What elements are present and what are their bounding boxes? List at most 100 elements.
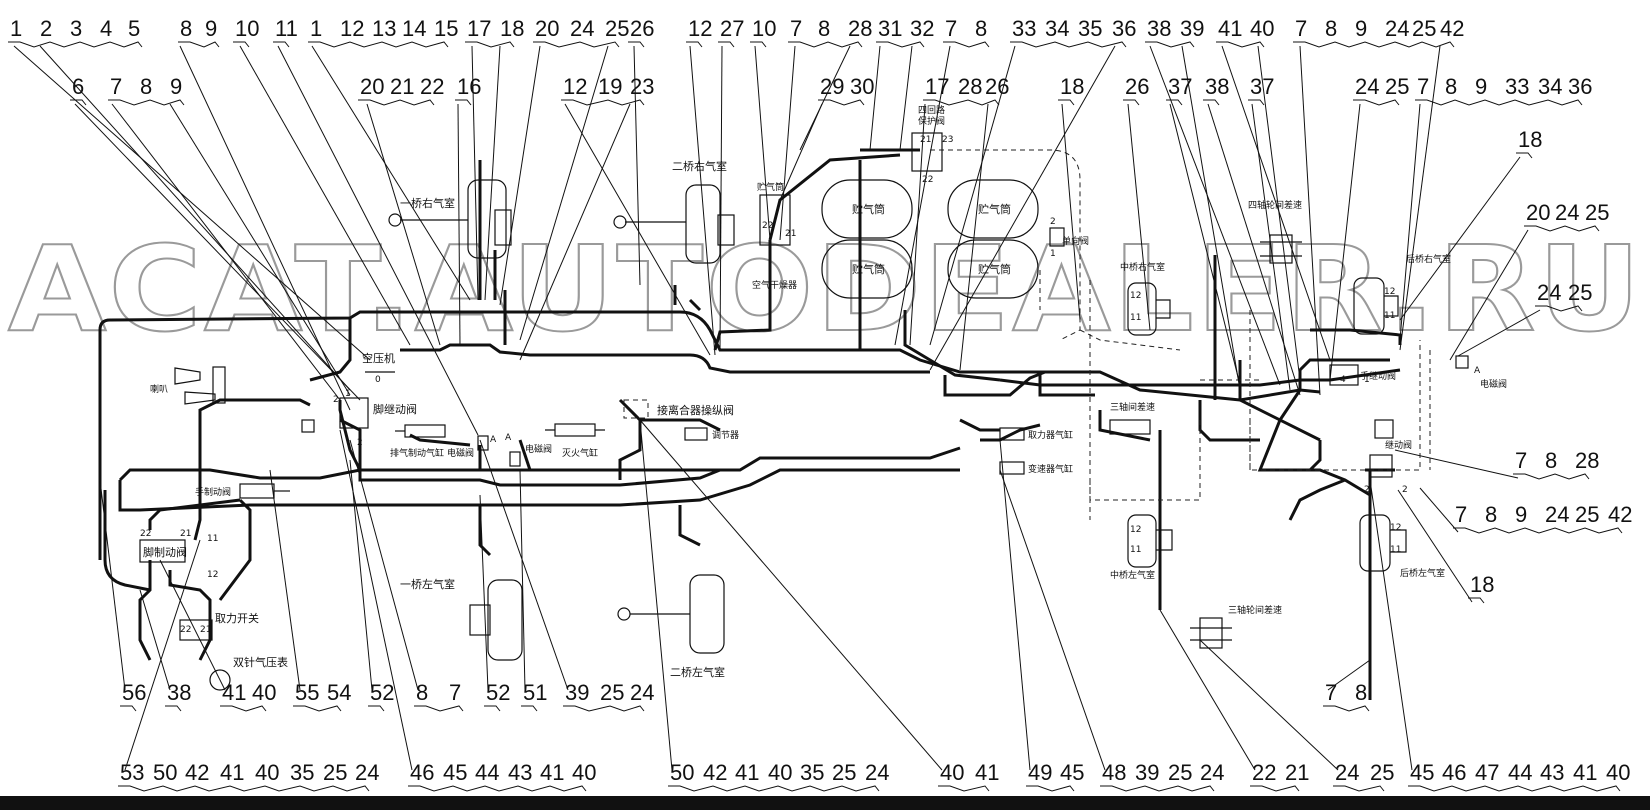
callout-underline xyxy=(293,705,342,712)
callout-number: 40 xyxy=(1250,16,1274,41)
leader-line xyxy=(754,45,771,241)
callout-number: 25 xyxy=(600,680,624,705)
callout-number: 25 xyxy=(1370,760,1394,785)
callout-underline xyxy=(465,41,515,48)
callout-number: 48 xyxy=(1102,760,1126,785)
callout-number: 6 xyxy=(72,74,84,99)
callout-underline xyxy=(1468,597,1485,604)
hand-relay-valve: 手继动阀 xyxy=(1329,364,1396,386)
leader-line xyxy=(349,459,373,691)
mid-axle-left-chamber-label: 中桥左气室 xyxy=(1110,569,1155,581)
callout-number: 1 xyxy=(10,16,22,41)
callout-group-t8: 26 xyxy=(628,16,654,48)
callout-group-r2k: 38 xyxy=(1203,74,1229,106)
port-1-check: 1 xyxy=(1050,249,1056,259)
callout-number: 46 xyxy=(1442,760,1466,785)
axle1-left-chamber-label: 一桥左气室 xyxy=(400,577,455,591)
port-11-mid-r: 11 xyxy=(1130,313,1141,323)
callout-number: 56 xyxy=(122,680,146,705)
callout-number: 35 xyxy=(1078,16,1102,41)
callout-underline xyxy=(178,41,220,48)
callout-number: 43 xyxy=(508,760,532,785)
callout-underline xyxy=(1453,527,1623,534)
callout-number: 42 xyxy=(703,760,727,785)
regulator: 调节器 xyxy=(684,427,739,441)
pto-cyl-label: 取力器气缸 xyxy=(1028,429,1073,441)
callout-group-r2h: 18 xyxy=(1058,74,1084,106)
callout-number: 17 xyxy=(467,16,491,41)
leader-line xyxy=(564,103,711,356)
callout-number: 25 xyxy=(1412,16,1436,41)
callout-underline xyxy=(484,705,501,712)
callout-number: 7 xyxy=(1325,680,1337,705)
callout-number: 7 xyxy=(945,16,957,41)
leader-line xyxy=(39,45,351,391)
callout-number: 38 xyxy=(1205,74,1229,99)
callout-number: 20 xyxy=(535,16,559,41)
leader-line xyxy=(124,539,201,771)
callout-underline xyxy=(1026,785,1075,792)
air-tank-upper-right: 贮气筒 xyxy=(947,179,1039,239)
hand-relay-valve-label: 手继动阀 xyxy=(1360,370,1396,382)
leader-line xyxy=(1251,103,1291,391)
callout-number: 23 xyxy=(630,74,654,99)
bottom-border-bar xyxy=(0,796,1650,810)
callout-underline xyxy=(1323,705,1370,712)
callout-number: 26 xyxy=(1125,74,1149,99)
mid-axle-right-chamber: 12 11 中桥右气室 xyxy=(1120,261,1171,336)
horn-label: 喇叭 xyxy=(150,383,168,395)
axle3-diff-lock-label: 三轴轮间差速 xyxy=(1228,604,1282,616)
callout-group-t4: 11 xyxy=(273,16,298,48)
port-2-relay-rear: 2 xyxy=(1364,485,1370,495)
leader-line xyxy=(1169,103,1241,386)
port-22-foot-brake: 22 xyxy=(140,529,151,539)
callout-number: 42 xyxy=(185,760,209,785)
callout-group-r2j: 37 xyxy=(1166,74,1192,106)
callout-number: 40 xyxy=(572,760,596,785)
callout-number: 25 xyxy=(1575,502,1599,527)
callout-number: 25 xyxy=(605,16,629,41)
callout-number: 42 xyxy=(1608,502,1632,527)
callout-number: 1 xyxy=(310,16,322,41)
leader-line xyxy=(99,479,126,691)
callout-underline xyxy=(120,705,137,712)
callout-number: 21 xyxy=(1285,760,1309,785)
callout-number: 41 xyxy=(540,760,564,785)
callout-number: 16 xyxy=(457,74,481,99)
interaxle-diff-label: 三轴间差速 xyxy=(1110,401,1155,413)
callout-underline xyxy=(1145,41,1195,48)
solenoid-valve-left: A 电磁阀 xyxy=(447,435,497,459)
callout-number: 8 xyxy=(180,16,192,41)
callout-underline xyxy=(118,785,370,792)
callout-number: 41 xyxy=(1573,760,1597,785)
air-tank-label-1: 贮气筒 xyxy=(852,202,885,216)
mid-axle-left-chamber: 12 11 中桥左气室 xyxy=(1110,514,1173,581)
four-circuit-label-2: 保护阀 xyxy=(918,115,945,127)
port-12-mid-l: 12 xyxy=(1130,525,1141,535)
watermark: ACAT.AUTODEALER.RU xyxy=(8,220,1643,358)
callout-number: 7 xyxy=(1417,74,1429,99)
callout-number: 46 xyxy=(410,760,434,785)
solenoid-valve-rear-label: 电磁阀 xyxy=(1480,378,1507,390)
leader-line xyxy=(1149,45,1281,386)
callout-underline xyxy=(1535,305,1583,312)
callout-number: 50 xyxy=(153,760,177,785)
leader-line xyxy=(1159,609,1256,771)
callout-number: 43 xyxy=(1540,760,1564,785)
callout-underline xyxy=(788,41,863,48)
air-tank-small-label: 贮气筒 xyxy=(757,181,784,193)
callout-number: 10 xyxy=(752,16,776,41)
callout-underline xyxy=(1516,152,1533,159)
